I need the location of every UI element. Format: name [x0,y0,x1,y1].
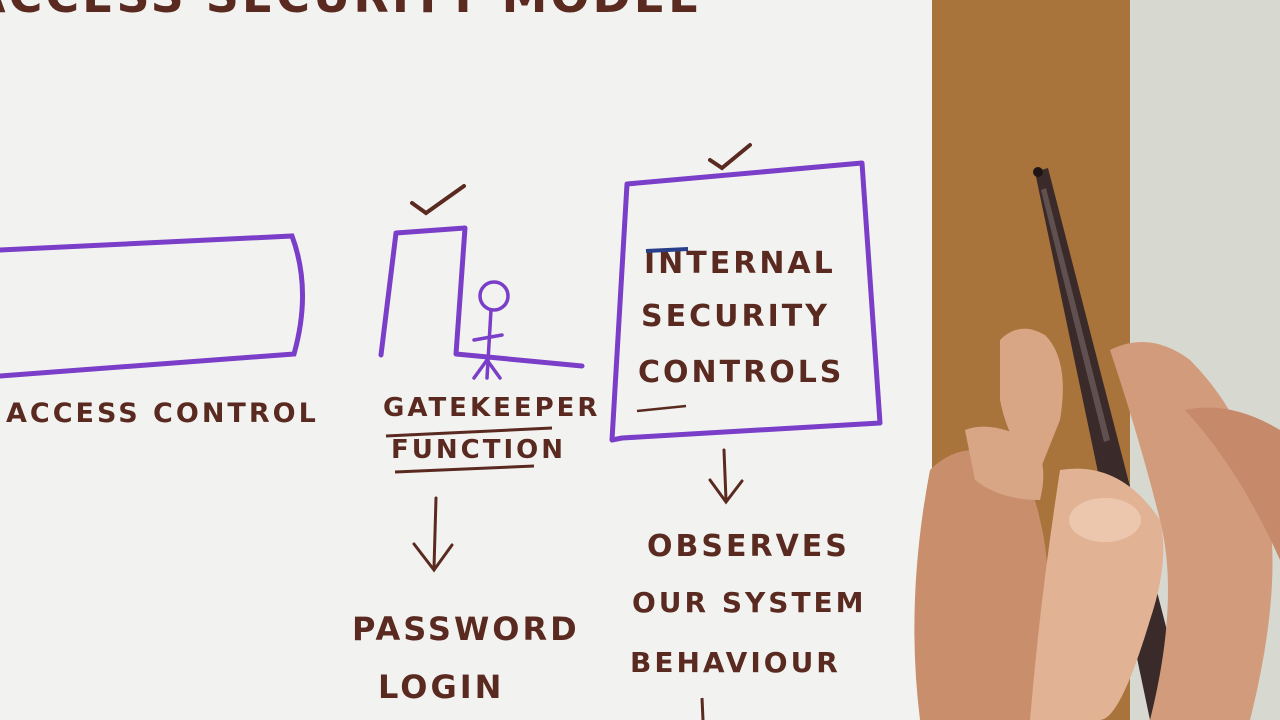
gatekeeper-label: GATEKEEPER [383,393,600,423]
login-label: LOGIN [378,668,504,706]
gatekeeper-underline-1 [385,426,553,438]
function-underline [394,464,535,474]
internal-checkmark [708,143,752,171]
diagram-title: ACCESS SECURITY MODEL [0,0,700,23]
internal-underline [645,247,689,253]
access-control-shape [0,233,305,379]
gate-shape [378,225,585,369]
observes-label: OBSERVES [647,529,850,564]
observes-arrow-stub [700,697,705,720]
down-arrow-icon [412,496,454,573]
down-arrow-icon-2 [708,448,744,505]
paper-sheet [0,0,932,720]
gatekeeper-checkmark [410,184,466,216]
our-system-label: OUR SYSTEM [632,586,867,619]
security-label: SECURITY [641,299,830,334]
controls-underline [636,404,687,413]
internal-label: INTERNAL [644,246,836,281]
gatekeeper-figure [472,280,510,380]
password-label: PASSWORD [352,610,580,648]
function-label: FUNCTION [391,435,566,465]
hand-holding-pen [914,328,1280,720]
controls-label: CONTROLS [638,355,844,390]
access-control-label: ACCESS CONTROL [6,398,319,429]
internal-controls-box [609,160,883,443]
behaviour-label: BEHAVIOUR [630,646,841,679]
